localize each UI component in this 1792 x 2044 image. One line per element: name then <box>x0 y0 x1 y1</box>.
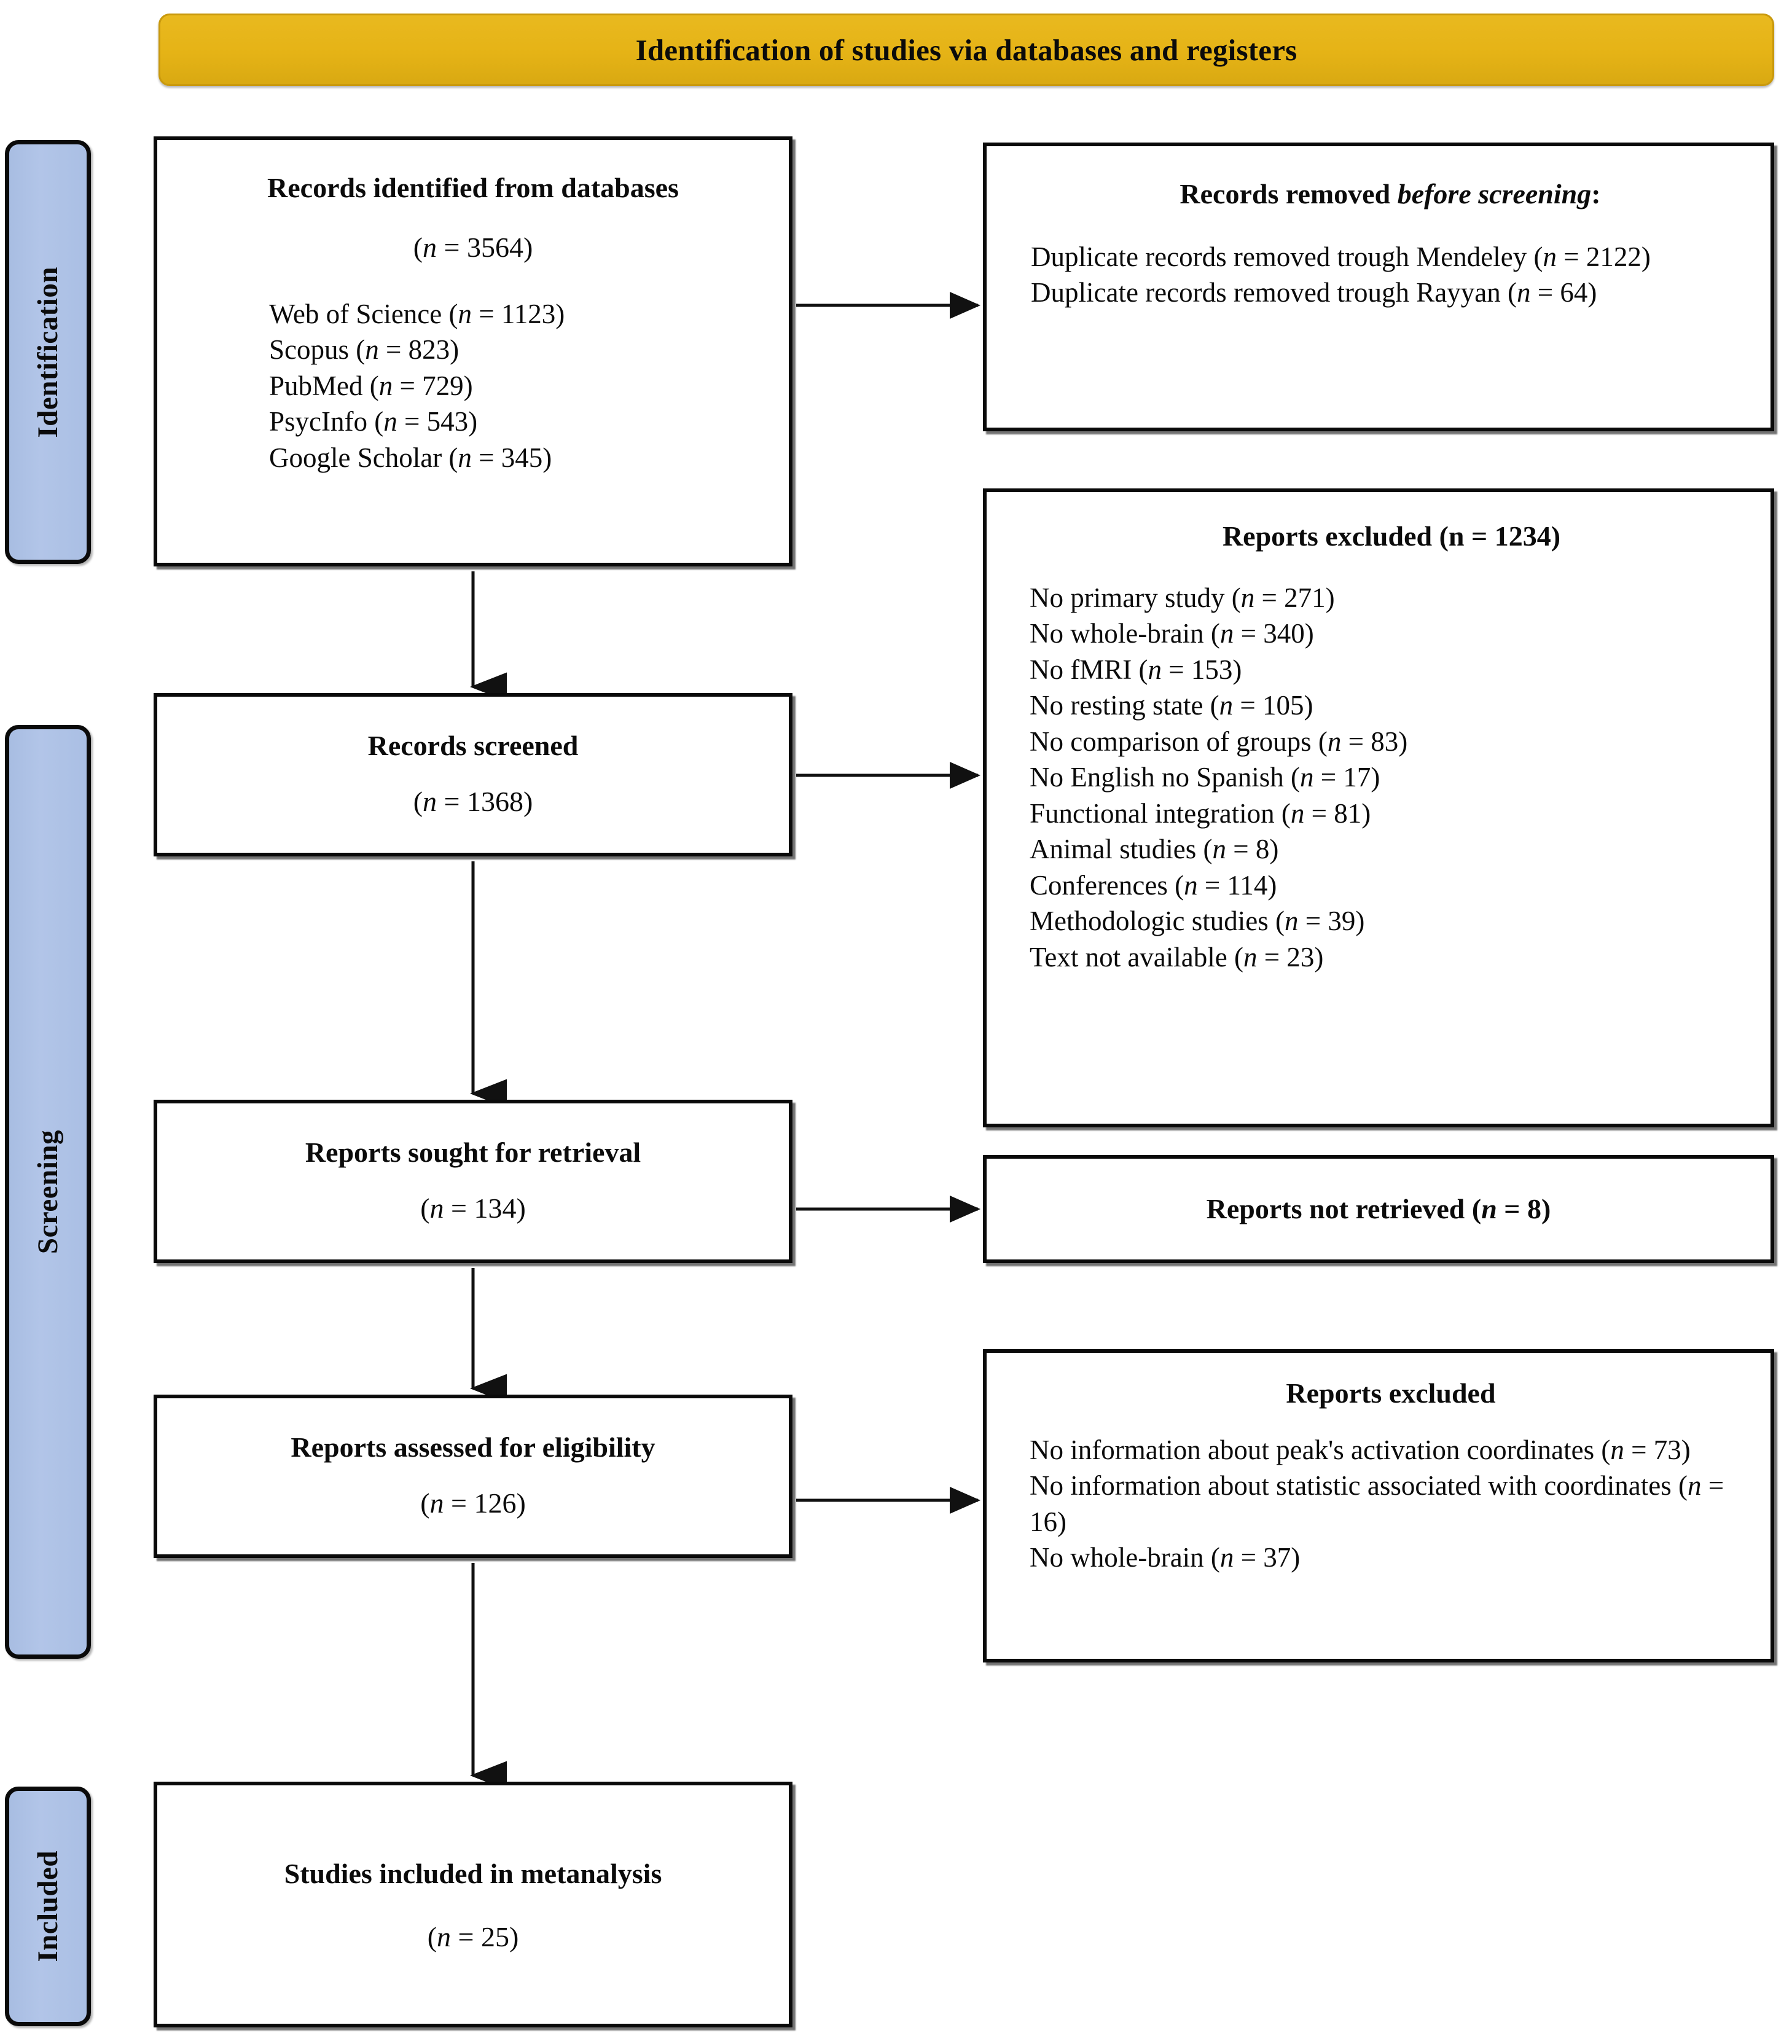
box-reports-sought-count: (n = 134) <box>420 1192 526 1224</box>
removed-line: Duplicate records removed trough Rayyan … <box>1031 277 1597 308</box>
exclusion-reason: No whole-brain (n = 37) <box>1030 1542 1301 1573</box>
box-records-screened: Records screened (n = 1368) <box>154 693 792 856</box>
box-studies-included-count: (n = 25) <box>427 1921 519 1952</box>
exclusion-reason: No primary study (n = 271) <box>1030 582 1335 613</box>
box-reports-assessed: Reports assessed for eligibility (n = 12… <box>154 1395 792 1558</box>
box-reports-sought-title: Reports sought for retrieval <box>305 1137 641 1168</box>
stage-bar-included: Included <box>5 1787 91 2026</box>
removed-title-plain: Records removed <box>1180 178 1398 209</box>
exclusion-reason: No comparison of groups (n = 83) <box>1030 726 1408 757</box>
source-item: Google Scholar (n = 345) <box>269 442 552 473</box>
box-records-screened-title: Records screened <box>367 730 579 761</box>
box-reports-excluded-screening-title: Reports excluded (n = 1234) <box>1222 520 1561 552</box>
stage-bar-identification: Identification <box>5 140 91 564</box>
source-item: PsycInfo (n = 543) <box>269 406 478 437</box>
box-records-identified-sources: Web of Science (n = 1123) Scopus (n = 82… <box>176 296 770 476</box>
source-item: Scopus (n = 823) <box>269 334 460 366</box>
removed-title-italic: before screening <box>1397 178 1592 209</box>
banner-title: Identification of studies via databases … <box>635 33 1297 67</box>
box-reports-excluded-eligibility: Reports excluded No information about pe… <box>983 1349 1774 1662</box>
exclusion-reason: No information about statistic associate… <box>1030 1470 1724 1537</box>
diagram-header-banner: Identification of studies via databases … <box>158 14 1774 86</box>
source-item: Web of Science (n = 1123) <box>269 298 565 329</box>
box-reports-assessed-count: (n = 126) <box>420 1487 526 1519</box>
box-studies-included: Studies included in metanalysis (n = 25) <box>154 1782 792 2027</box>
box-reports-not-retrieved-title: Reports not retrieved (n = 8) <box>1206 1192 1551 1224</box>
exclusion-reason: No English no Spanish (n = 17) <box>1030 762 1380 793</box>
exclusion-reason: No fMRI (n = 153) <box>1030 654 1242 685</box>
removed-line: Duplicate records removed trough Mendele… <box>1031 241 1651 272</box>
exclusion-reason: Text not available (n = 23) <box>1030 941 1324 973</box>
box-records-removed-title: Records removed before screening: <box>1031 178 1750 211</box>
box-records-identified-count: (n = 3564) <box>413 231 533 263</box>
box-records-identified: Records identified from databases (n = 3… <box>154 136 792 566</box>
exclusion-reason: No resting state (n = 105) <box>1030 690 1313 721</box>
box-reports-excluded-eligibility-reasons: No information about peak's activation c… <box>1030 1432 1752 1576</box>
box-reports-assessed-title: Reports assessed for eligibility <box>291 1431 655 1463</box>
stage-label-included: Included <box>32 1850 64 1962</box>
box-reports-excluded-screening: Reports excluded (n = 1234) No primary s… <box>983 488 1774 1127</box>
box-studies-included-title: Studies included in metanalysis <box>284 1858 662 1889</box>
stage-bar-screening: Screening <box>5 725 91 1659</box>
exclusion-reason: No information about peak's activation c… <box>1030 1434 1691 1465</box>
stage-label-screening: Screening <box>32 1129 64 1255</box>
exclusion-reason: Animal studies (n = 8) <box>1030 834 1279 865</box>
box-reports-not-retrieved: Reports not retrieved (n = 8) <box>983 1155 1774 1263</box>
box-records-removed: Records removed before screening: Duplic… <box>983 143 1774 431</box>
exclusion-reason: No whole-brain (n = 340) <box>1030 618 1314 649</box>
box-reports-excluded-eligibility-title: Reports excluded <box>1286 1377 1496 1409</box>
removed-title-colon: : <box>1591 178 1601 209</box>
box-reports-excluded-screening-reasons: No primary study (n = 271) No whole-brai… <box>1030 580 1753 976</box>
box-records-removed-lines: Duplicate records removed trough Mendele… <box>1031 239 1750 311</box>
box-reports-sought: Reports sought for retrieval (n = 134) <box>154 1100 792 1263</box>
exclusion-reason: Conferences (n = 114) <box>1030 869 1277 901</box>
source-item: PubMed (n = 729) <box>269 370 473 401</box>
exclusion-reason: Methodologic studies (n = 39) <box>1030 906 1365 937</box>
exclusion-reason: Functional integration (n = 81) <box>1030 797 1371 829</box>
stage-label-identification: Identification <box>32 266 64 438</box>
box-records-screened-count: (n = 1368) <box>413 785 533 817</box>
box-records-identified-title: Records identified from databases <box>267 172 679 203</box>
